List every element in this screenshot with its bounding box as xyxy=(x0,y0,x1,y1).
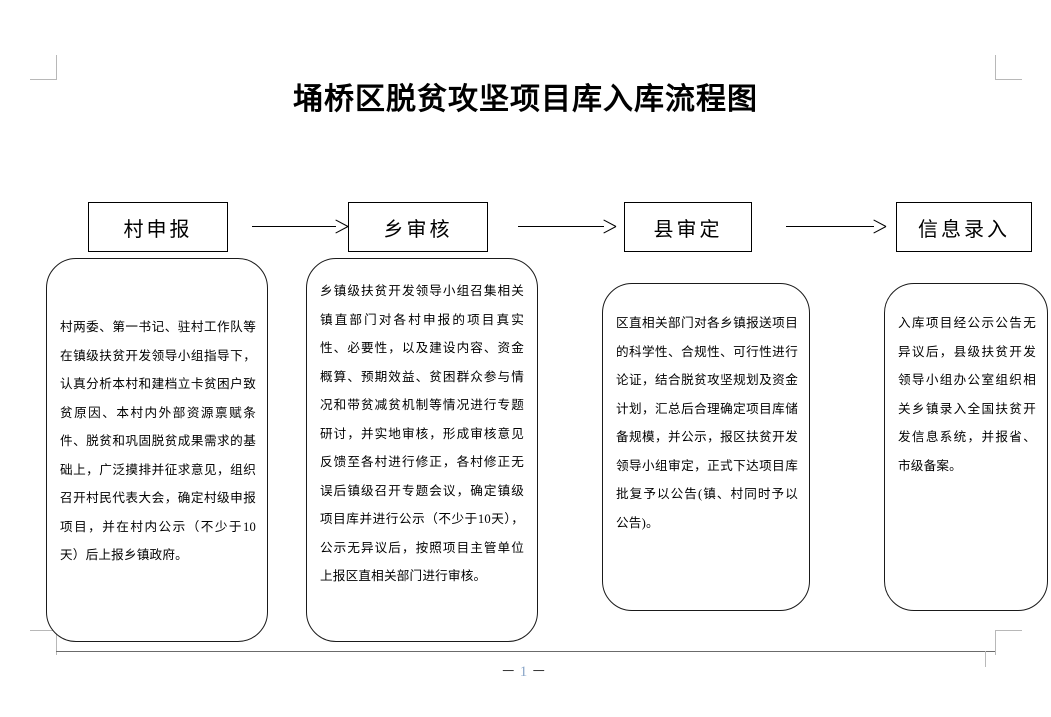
stage-body-text-village: 村两委、第一书记、驻村工作队等在镇级扶贫开发领导小组指导下，认真分析本村和建档立… xyxy=(60,320,256,562)
stage-head-township[interactable]: 乡审核 xyxy=(348,202,488,252)
stage-body-text-township: 乡镇级扶贫开发领导小组召集相关镇直部门对各村申报的项目真实性、必要性，以及建设内… xyxy=(320,284,524,583)
stage-body-text-county: 区直相关部门对各乡镇报送项目的科学性、合规性、可行性进行论证，结合脱贫攻坚规划及… xyxy=(616,316,798,530)
crop-mark-top-left-icon xyxy=(30,55,57,80)
stage-head-village[interactable]: 村申报 xyxy=(88,202,228,252)
page-number-value: 1 xyxy=(519,664,532,680)
stage-head-label-village: 村申报 xyxy=(123,218,193,241)
crop-mark-bottom-right-icon xyxy=(995,630,1022,655)
page-number: －1－ xyxy=(0,660,1051,681)
footer-tick-mark xyxy=(985,651,986,667)
stage-body-box-entry xyxy=(884,283,1048,611)
stage-head-entry[interactable]: 信息录入 xyxy=(896,202,1032,252)
arrow-right-icon-village-to-township xyxy=(252,218,348,236)
stage-head-label-entry: 信息录入 xyxy=(918,218,1010,241)
arrow-right-icon-township-to-county xyxy=(518,218,618,236)
footer-rule xyxy=(56,651,995,652)
stage-body-box-township xyxy=(306,258,538,642)
stage-head-label-county: 县审定 xyxy=(653,218,723,241)
page-number-dash-right: － xyxy=(531,664,551,680)
crop-mark-top-right-icon xyxy=(995,55,1022,80)
stage-head-county[interactable]: 县审定 xyxy=(624,202,752,252)
page-number-dash-left: － xyxy=(500,664,520,680)
stage-body-text-entry: 入库项目经公示公告无异议后，县级扶贫开发领导小组办公室组织相关乡镇录入全国扶贫开… xyxy=(898,316,1036,473)
stage-body-box-village xyxy=(46,258,268,642)
crop-mark-bottom-left-icon xyxy=(30,630,57,655)
page-title: 埇桥区脱贫攻坚项目库入库流程图 xyxy=(293,83,758,116)
arrow-right-icon-county-to-entry xyxy=(786,218,890,236)
stage-body-box-county xyxy=(602,283,810,611)
stage-head-label-township: 乡审核 xyxy=(383,218,453,241)
